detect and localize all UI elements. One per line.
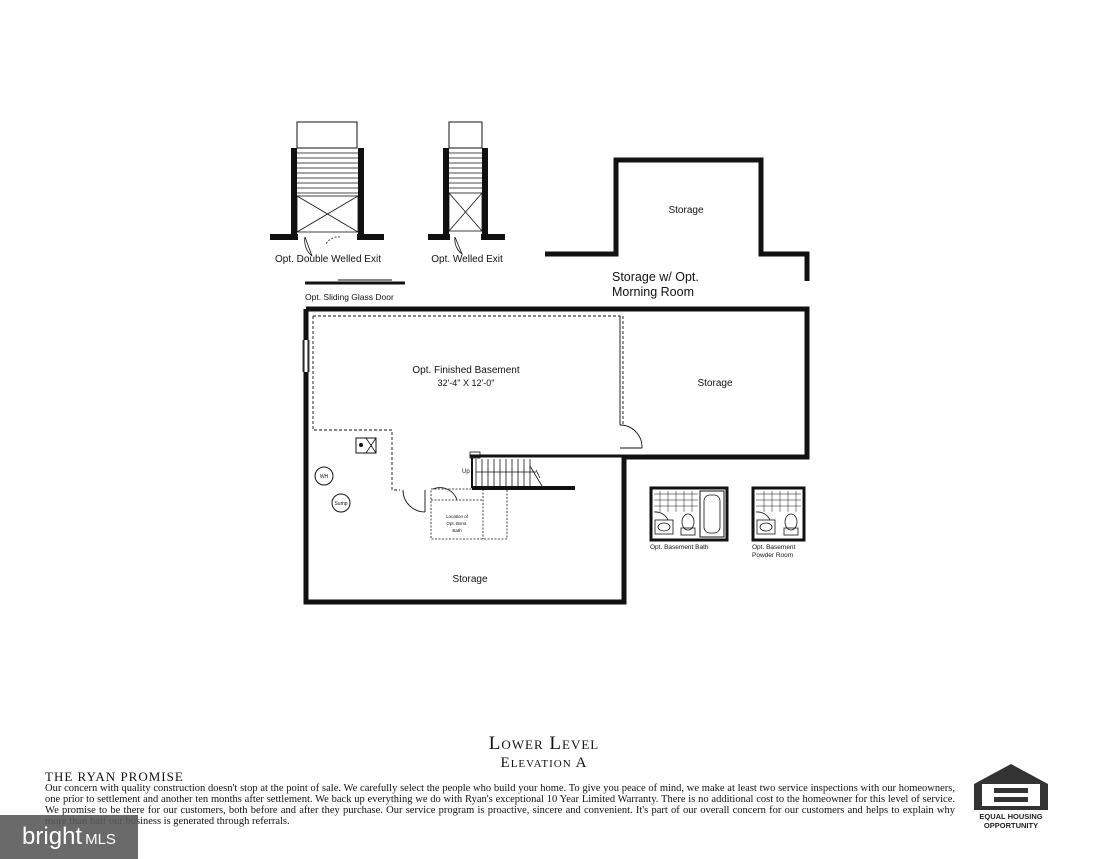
label-basement-bath: Opt. Basement Bath [650, 544, 709, 551]
welled-exit [428, 121, 505, 256]
bright-logo-word: bright [22, 823, 83, 850]
label-powder-room-1: Opt. Basement [752, 544, 796, 551]
bath-location [430, 488, 508, 540]
bright-logo-mls: MLS [85, 831, 116, 848]
label-wh: WH [320, 474, 329, 480]
label-bath-location-1: Location of [446, 514, 469, 519]
eho-line1: EQUAL HOUSING [979, 812, 1043, 821]
finished-basement-outline [312, 315, 624, 491]
label-finished-basement-dims: 32'-4" X 12'-0" [438, 378, 495, 388]
utility-fixtures [314, 437, 377, 513]
morning-room-outline [545, 157, 810, 281]
label-sump: Sump [334, 501, 347, 507]
label-storage-top: Storage [668, 205, 703, 216]
label-bath-location-3: Bath [452, 528, 462, 533]
label-storage-right: Storage [697, 378, 732, 389]
promise-text: Our concern with quality construction do… [45, 783, 955, 827]
bright-mls-logo: bright MLS [0, 815, 138, 859]
label-welled-exit: Opt. Welled Exit [431, 254, 503, 265]
equal-housing-text: EQUAL HOUSING OPPORTUNITY [965, 812, 1057, 830]
double-welled-exit [270, 121, 384, 257]
plan-title-elevation: Elevation A [500, 755, 588, 771]
eho-line2: OPPORTUNITY [983, 821, 1039, 830]
label-storage-morning-2: Morning Room [612, 285, 694, 299]
label-finished-basement: Opt. Finished Basement [412, 365, 519, 376]
label-double-welled-exit: Opt. Double Welled Exit [275, 254, 381, 265]
plan-title-level: Lower Level [488, 733, 600, 754]
stairs [469, 451, 624, 490]
basement-bath-detail [649, 486, 729, 542]
promise-heading: THE RYAN PROMISE [45, 769, 184, 784]
label-storage-morning-1: Storage w/ Opt. [612, 270, 699, 284]
label-powder-room-2: Powder Room [752, 552, 793, 559]
label-sliding-glass-door: Opt. Sliding Glass Door [305, 292, 394, 302]
label-up: Up [462, 469, 470, 475]
powder-room-detail [751, 486, 806, 542]
equal-housing-icon [974, 764, 1048, 810]
label-bath-location-2: Opt. Bsmt. [446, 521, 467, 526]
label-storage-bottom: Storage [452, 574, 487, 585]
